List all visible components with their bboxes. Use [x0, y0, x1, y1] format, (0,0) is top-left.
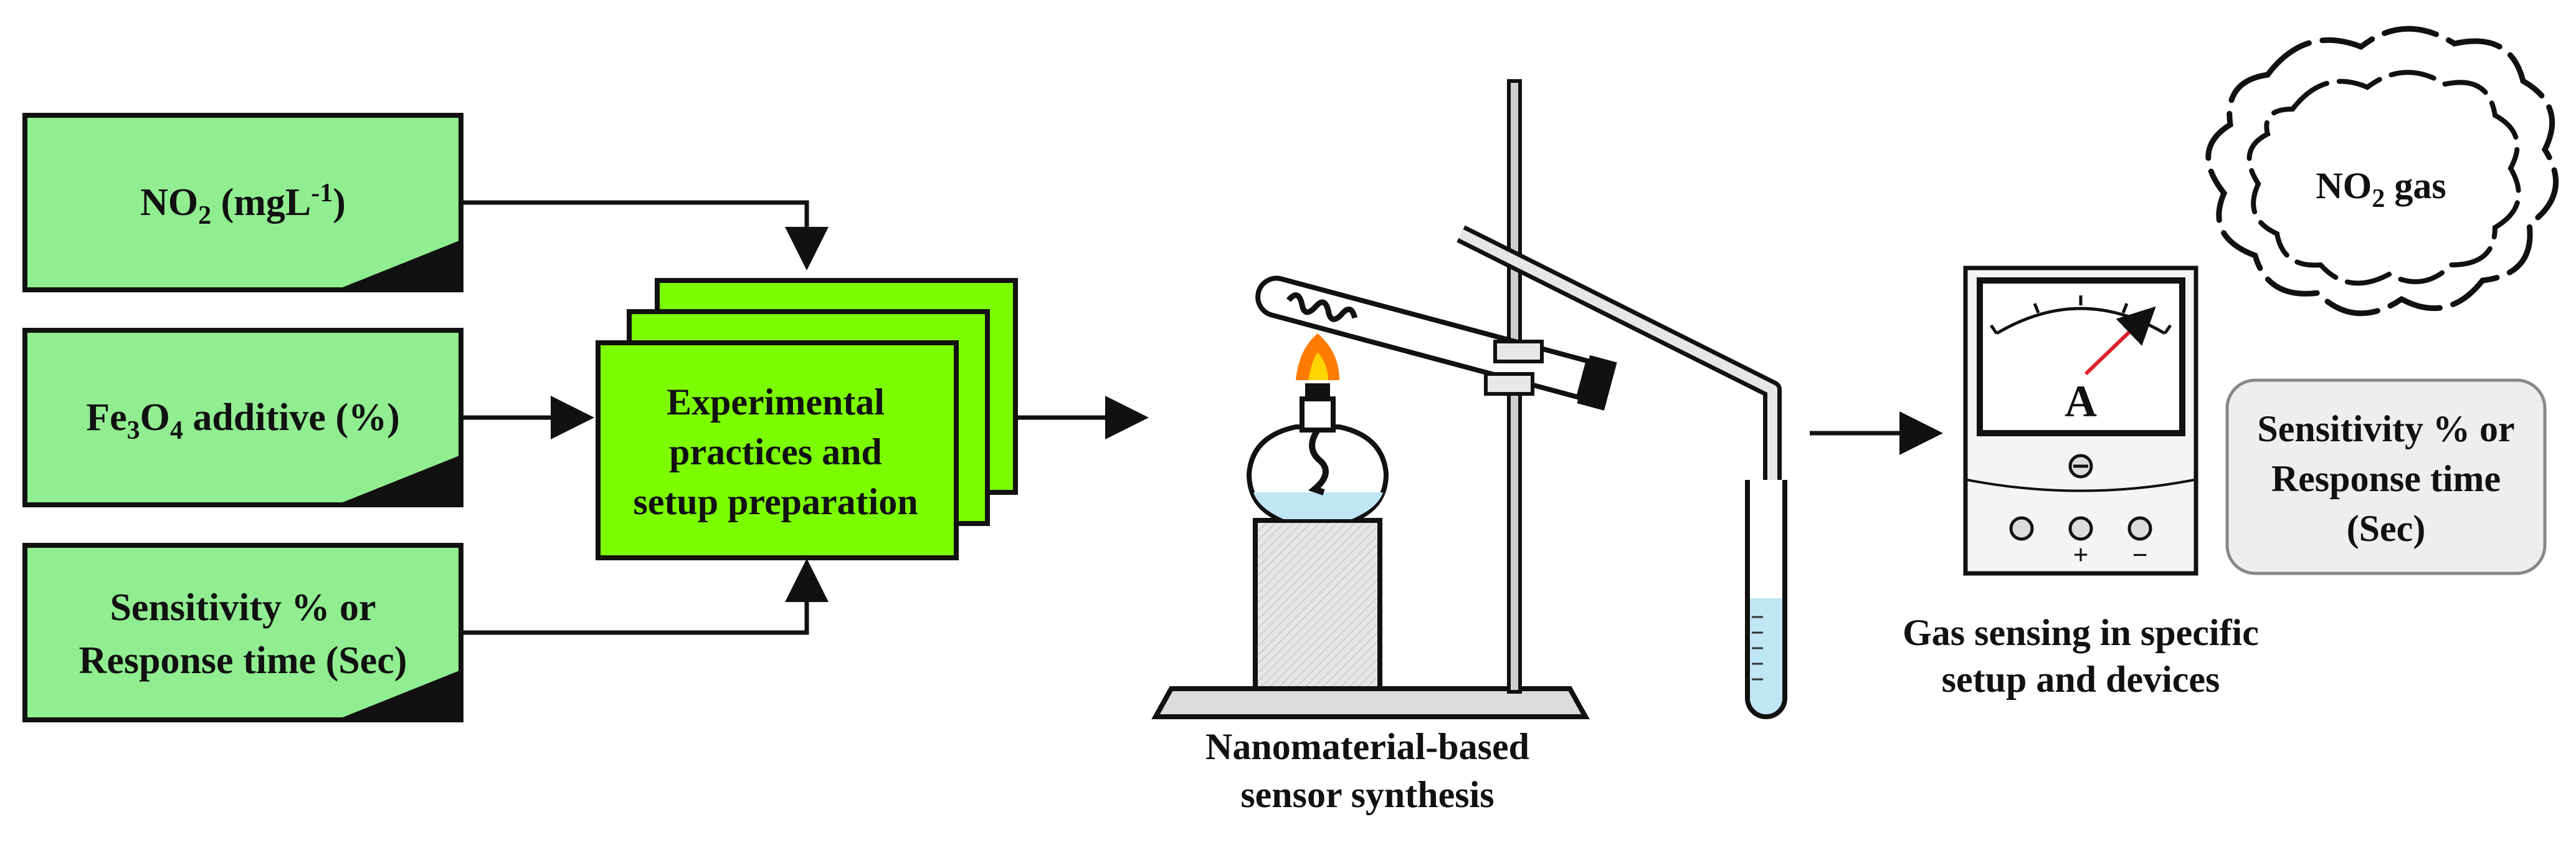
gas-cloud-label: NO2 gas: [2316, 165, 2446, 213]
output-line2: Response time: [2271, 458, 2501, 499]
meter-needle: [2084, 306, 2156, 376]
arrow-sens-to-process: [461, 558, 829, 635]
synthesis-caption-line1: Nanomaterial-based: [1205, 726, 1529, 767]
input-fe3o4-label: Fe3O4 additive (%): [86, 396, 400, 445]
gas-cloud: NO2 gas: [2205, 26, 2559, 317]
sensing-caption-line2: setup and devices: [1942, 659, 2220, 700]
output-line1: Sensitivity % or: [2257, 408, 2514, 449]
process-stack: Experimental practices and setup prepara…: [596, 278, 1018, 560]
meter-minus-label: −: [2132, 540, 2147, 570]
clamp-upper: [1493, 340, 1544, 363]
meter-panel-curve: [1967, 479, 2195, 492]
input-sensitivity-line1: Sensitivity % or: [110, 586, 376, 629]
synthesis-caption-line2: sensor synthesis: [1240, 774, 1494, 815]
input-sensitivity-line2: Response time (Sec): [79, 639, 407, 682]
burner-neck: [1300, 396, 1336, 433]
input-box-fe3o4: Fe3O4 additive (%): [22, 328, 463, 507]
burner-liquid: [1253, 492, 1383, 519]
ammeter-device: A + − Gas sensing in specific setup and …: [1903, 266, 2259, 700]
meter-plus-label: +: [2073, 540, 2088, 570]
sensing-caption-line1: Gas sensing in specific: [1903, 612, 2259, 653]
sample-material: [1286, 292, 1358, 322]
cloud-outer: [2205, 26, 2559, 317]
connector-arrows: [461, 200, 1943, 635]
burner-wick-cap: [1305, 383, 1330, 401]
output-line3: (Sec): [2347, 508, 2426, 549]
stand-base: [1151, 686, 1590, 719]
arrow-no2-to-process: [461, 200, 829, 270]
input-box-sensitivity: Sensitivity % or Response time (Sec): [22, 543, 463, 722]
collection-liquid: [1750, 598, 1782, 714]
input-box-no2: NO2 (mgL-1): [22, 113, 463, 292]
meter-letter: A: [2065, 376, 2097, 426]
input-no2-label: NO2 (mgL-1): [140, 179, 346, 230]
support-block: [1253, 518, 1382, 691]
flame-inner: [1308, 352, 1328, 380]
collection-ticks: [1752, 616, 1763, 681]
meter-terminal-minus: [2127, 516, 2152, 541]
clamp-lower: [1484, 372, 1534, 396]
meter-screen: [1977, 277, 2185, 436]
synthesis-apparatus: Nanomaterial-based sensor synthesis: [1151, 79, 1787, 815]
cloud-inner: [2246, 70, 2521, 286]
process-line3: setup preparation: [633, 481, 918, 522]
tube-stopper: [1577, 355, 1617, 411]
process-line2: practices and: [669, 431, 882, 472]
meter-terminal-left: [2009, 516, 2034, 541]
output-box: Sensitivity % or Response time (Sec): [2225, 378, 2547, 575]
burner-wick: [1308, 428, 1329, 495]
meter-terminal-plus: [2068, 516, 2093, 541]
process-box: [596, 340, 959, 560]
process-line1: Experimental: [667, 381, 885, 423]
heated-test-tube: [1255, 275, 1617, 411]
